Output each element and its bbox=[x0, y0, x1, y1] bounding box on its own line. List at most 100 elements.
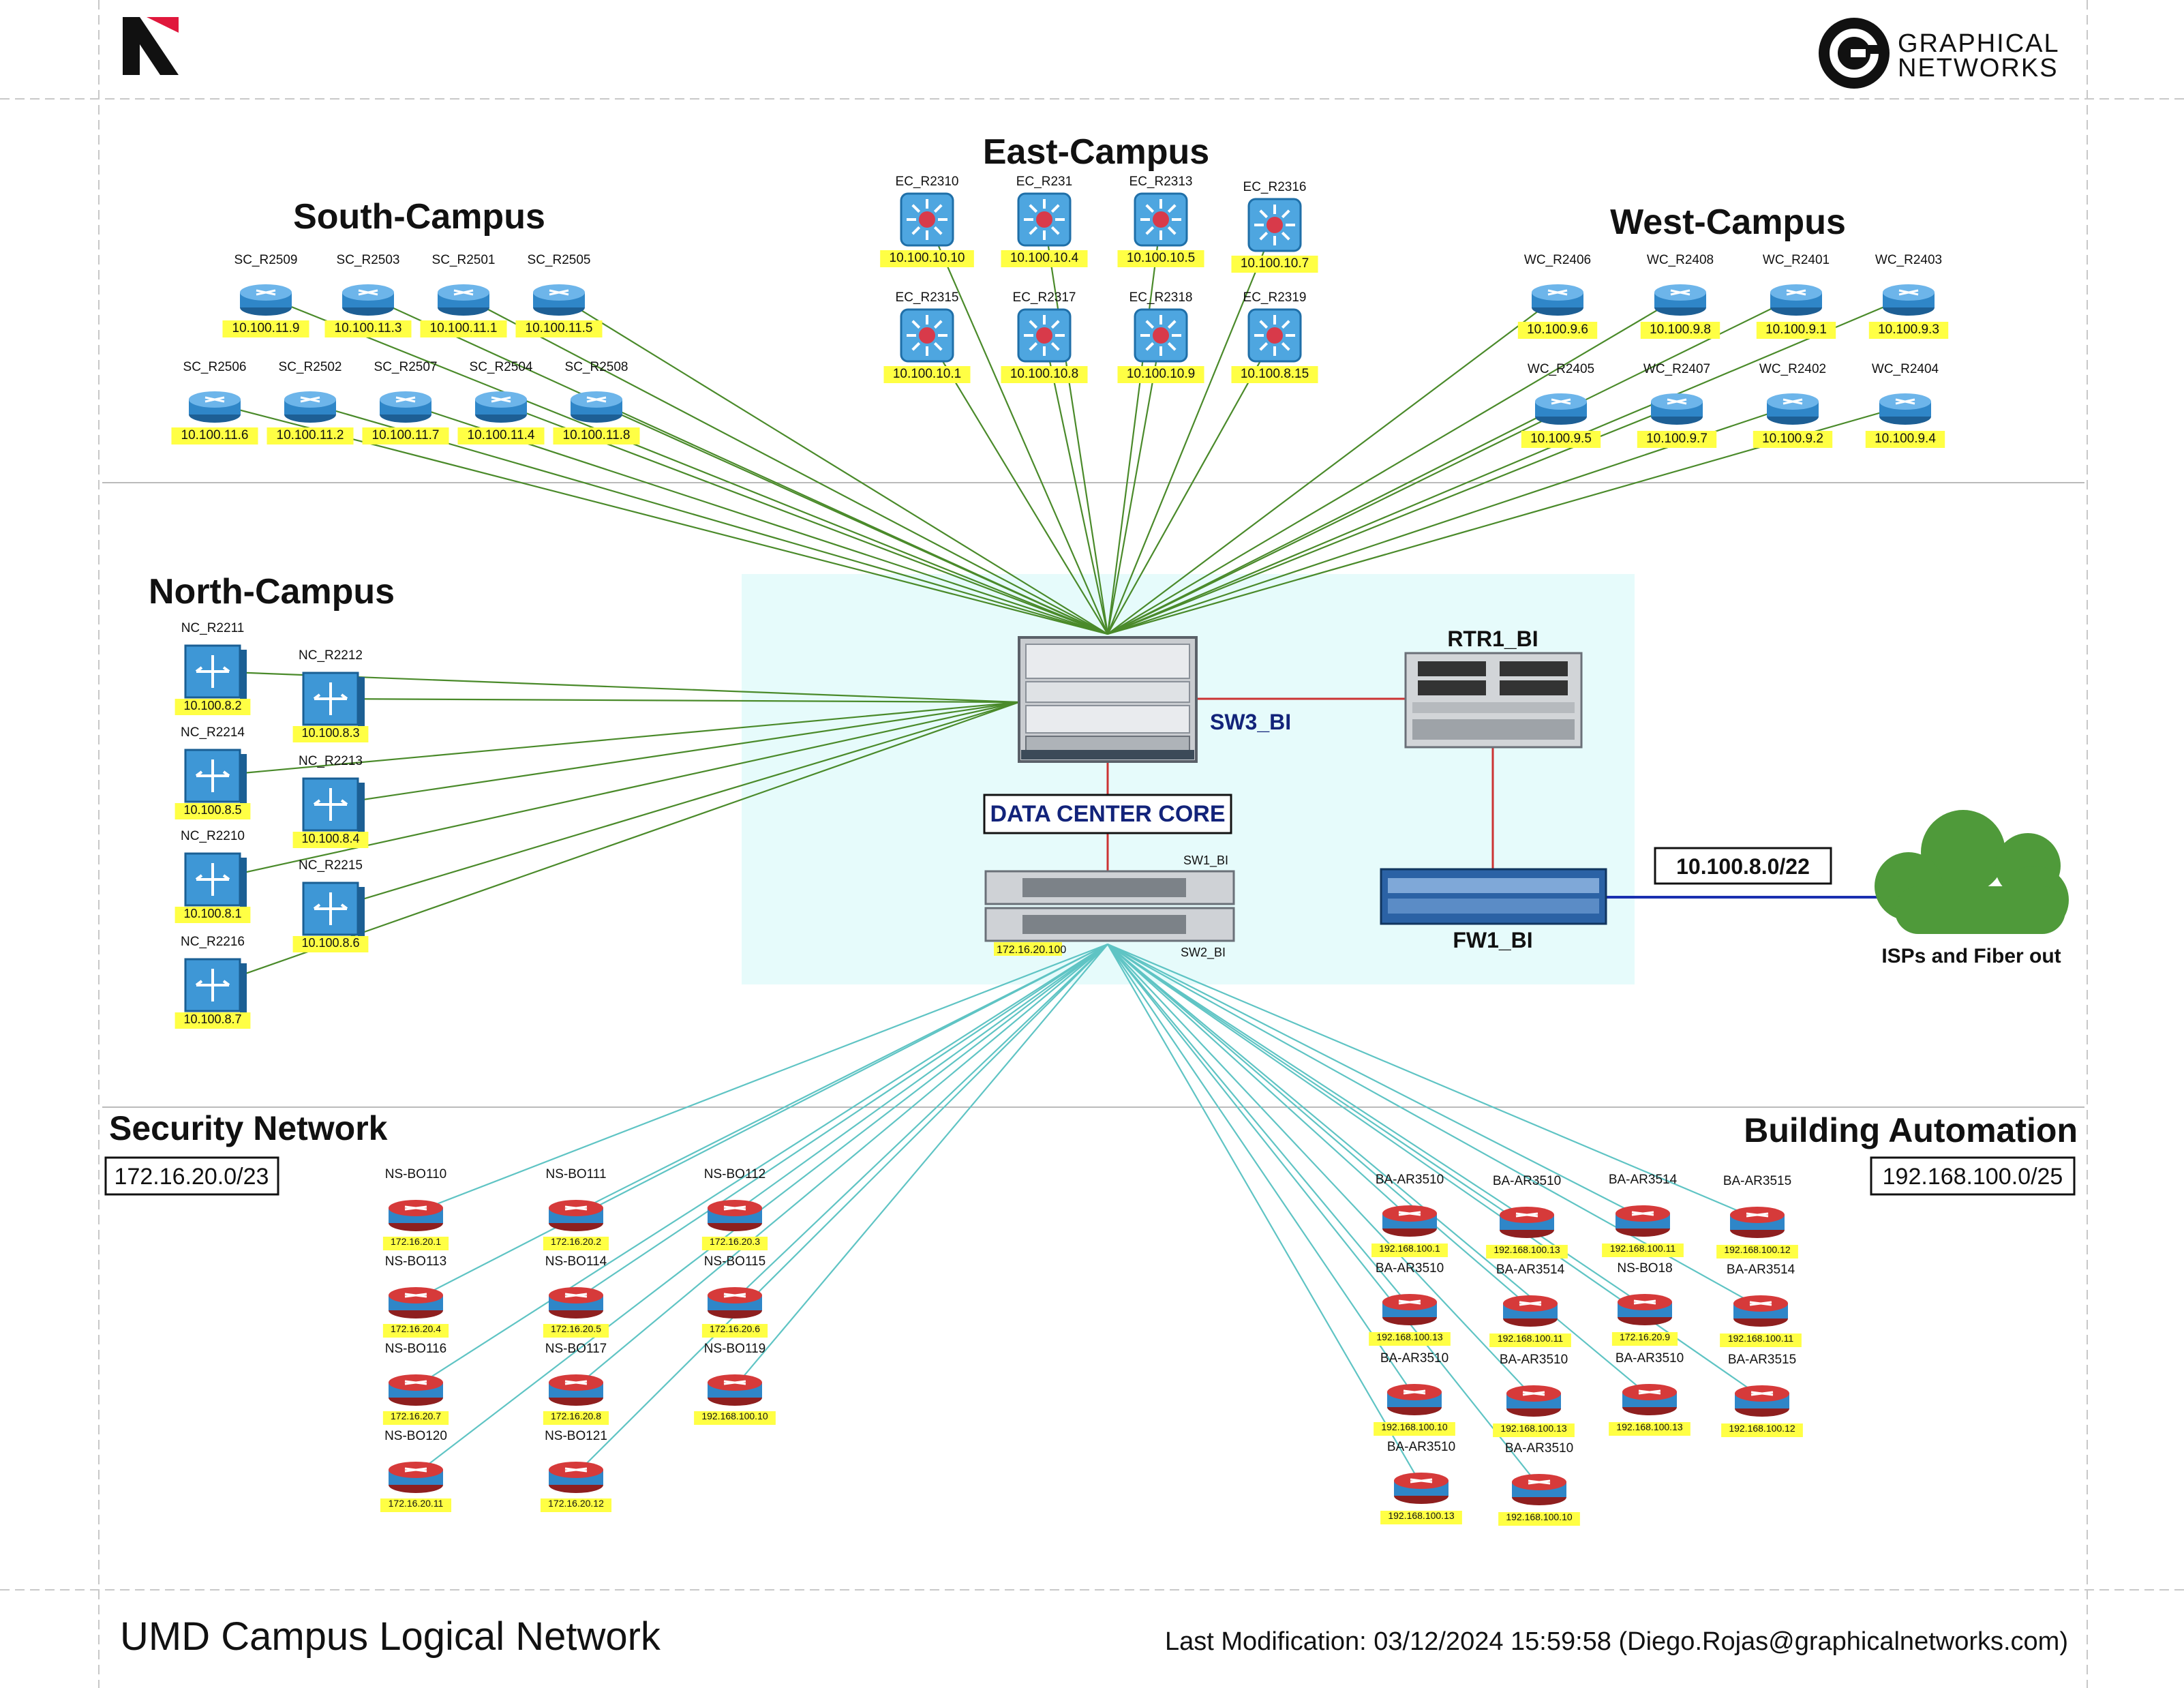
device-ip: 192.168.100.12 bbox=[1729, 1423, 1795, 1434]
ip-highlight bbox=[1498, 1512, 1580, 1526]
device-name: BA-AR3510 bbox=[1376, 1261, 1444, 1276]
device-ip: 10.100.11.2 bbox=[277, 428, 344, 442]
isp-subnet: 10.100.8.0/22 bbox=[1676, 854, 1810, 879]
brand-line-1: GRAPHICAL bbox=[1898, 29, 2060, 58]
device-ip: 10.100.8.5 bbox=[183, 803, 241, 817]
device-name: WC_R2406 bbox=[1524, 253, 1591, 267]
rtr1-label: RTR1_BI bbox=[1447, 627, 1538, 651]
device-name: NS-BO112 bbox=[704, 1167, 765, 1181]
device-name: WC_R2401 bbox=[1763, 253, 1830, 267]
sw3-chassis[interactable] bbox=[1018, 636, 1198, 763]
fw1-firewall[interactable] bbox=[1380, 868, 1607, 925]
building-node[interactable]: BA-AR3515 192.168.100.12 bbox=[1721, 1353, 1803, 1437]
section-title-north: North-Campus bbox=[149, 572, 395, 612]
ip-highlight bbox=[171, 427, 258, 444]
device-name: WC_R2408 bbox=[1647, 253, 1714, 267]
rtr1-device[interactable] bbox=[1404, 652, 1583, 749]
ip-highlight bbox=[1868, 322, 1949, 339]
ip-highlight bbox=[1380, 1511, 1462, 1524]
ip-highlight bbox=[457, 427, 545, 444]
device-ip: 10.100.11.5 bbox=[526, 321, 593, 335]
device-ip: 10.100.11.8 bbox=[563, 428, 631, 442]
section-title-east: East-Campus bbox=[983, 132, 1209, 172]
ip-highlight bbox=[1517, 322, 1598, 339]
device-ip: 10.100.9.3 bbox=[1878, 322, 1939, 337]
device-ip: 192.168.100.13 bbox=[1500, 1423, 1567, 1434]
sw1-switch[interactable] bbox=[984, 870, 1235, 905]
ip-highlight bbox=[362, 427, 449, 444]
device-ip: 10.100.11.7 bbox=[372, 428, 440, 442]
device-ip: 192.168.100.10 bbox=[701, 1411, 768, 1421]
ip-highlight bbox=[175, 699, 251, 715]
building-subnet-box bbox=[1870, 1156, 2076, 1196]
sw2-switch[interactable] bbox=[984, 907, 1235, 942]
device-name: EC_R2316 bbox=[1243, 180, 1307, 194]
device-name: BA-AR3515 bbox=[1728, 1353, 1796, 1367]
ip-highlight bbox=[1753, 431, 1833, 448]
device-name: NS-BO116 bbox=[385, 1342, 446, 1356]
sw1-label: SW1_BI bbox=[1183, 854, 1228, 868]
security-subnet: 172.16.20.0/23 bbox=[115, 1164, 269, 1190]
ip-highlight bbox=[175, 1012, 251, 1029]
ip-highlight bbox=[420, 320, 507, 337]
core-links bbox=[1106, 697, 1902, 899]
ip-highlight bbox=[883, 366, 971, 383]
